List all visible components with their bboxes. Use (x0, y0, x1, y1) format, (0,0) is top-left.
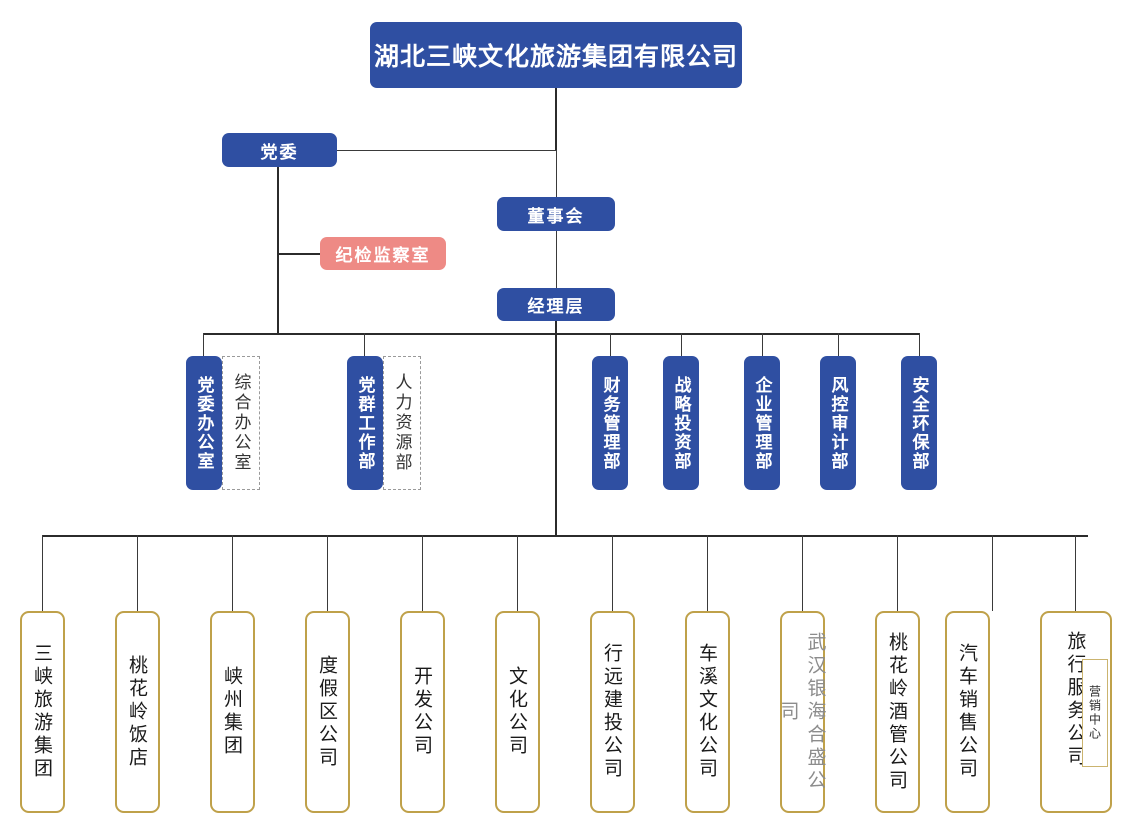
node-management-layer[interactable]: 经理层 (497, 288, 615, 321)
subsidiary-xiazhou-group[interactable]: 峡州集团 (210, 611, 255, 813)
connector-department-bar (203, 333, 920, 335)
department-risk-control-audit[interactable]: 风控审计部 (820, 356, 856, 490)
connector-dept-drop-1 (203, 333, 204, 356)
subsidiary-sanxia-tourism-group[interactable]: 三峡旅游集团 (20, 611, 65, 813)
node-root-company[interactable]: 湖北三峡文化旅游集团有限公司 (370, 22, 742, 88)
connector-subsidiary-bar (42, 535, 1088, 537)
connector-dept-drop-2 (364, 333, 365, 356)
subsidiary-resort-company[interactable]: 度假区公司 (305, 611, 350, 813)
connector-sub-drop-10 (897, 535, 898, 611)
subsidiary-wuhan-yinhai-hesheng[interactable]: 武汉银海合盛公司 (778, 611, 827, 813)
subsidiary-marketing-center[interactable]: 营销中心 (1082, 659, 1108, 767)
department-party-office[interactable]: 党委办公室 (186, 356, 222, 490)
connector-party-down (277, 166, 279, 334)
connector-mgmt-down (555, 321, 557, 536)
department-human-resources[interactable]: 人力资源部 (383, 356, 421, 490)
node-discipline-office[interactable]: 纪检监察室 (320, 237, 446, 270)
connector-sub-drop-9 (802, 535, 803, 611)
connector-dept-drop-6 (838, 333, 839, 356)
subsidiary-culture-company[interactable]: 文化公司 (495, 611, 540, 813)
connector-sub-drop-2 (137, 535, 138, 611)
connector-sub-drop-6 (517, 535, 518, 611)
subsidiary-chexi-culture-company[interactable]: 车溪文化公司 (685, 611, 730, 813)
connector-sub-drop-8 (707, 535, 708, 611)
connector-dept-drop-3 (610, 333, 611, 356)
subsidiary-taohualing-hotel-management[interactable]: 桃花岭酒管公司 (875, 611, 920, 813)
node-board-of-directors[interactable]: 董事会 (497, 197, 615, 231)
connector-root-spine (555, 88, 557, 150)
connector-sub-drop-4 (327, 535, 328, 611)
connector-board-spine (556, 150, 557, 198)
department-party-mass-work[interactable]: 党群工作部 (347, 356, 383, 490)
subsidiary-travel-service-company[interactable]: 旅行服务公司 (1040, 611, 1112, 813)
subsidiary-auto-sales-company[interactable]: 汽车销售公司 (945, 611, 990, 813)
department-financial-management[interactable]: 财务管理部 (592, 356, 628, 490)
connector-sub-drop-11 (992, 535, 993, 611)
department-general-office[interactable]: 综合办公室 (222, 356, 260, 490)
connector-sub-drop-12 (1075, 535, 1076, 611)
connector-sub-drop-3 (232, 535, 233, 611)
connector-sub-drop-1 (42, 535, 43, 611)
connector-dept-drop-7 (919, 333, 920, 356)
connector-discipline (277, 253, 320, 255)
subsidiary-xingyuan-construction-investment[interactable]: 行远建投公司 (590, 611, 635, 813)
department-strategic-investment[interactable]: 战略投资部 (663, 356, 699, 490)
connector-party-to-spine (337, 150, 557, 151)
subsidiary-taohualing-hotel[interactable]: 桃花岭饭店 (115, 611, 160, 813)
connector-sub-drop-5 (422, 535, 423, 611)
connector-dept-drop-4 (681, 333, 682, 356)
subsidiary-development-company[interactable]: 开发公司 (400, 611, 445, 813)
subsidiary-travel-service-label: 旅行服务公司 (1064, 631, 1087, 769)
department-enterprise-management[interactable]: 企业管理部 (744, 356, 780, 490)
connector-dept-drop-5 (762, 333, 763, 356)
department-safety-environment[interactable]: 安全环保部 (901, 356, 937, 490)
node-party-committee[interactable]: 党委 (222, 133, 337, 167)
connector-board-to-mgmt (556, 231, 557, 288)
connector-sub-drop-7 (612, 535, 613, 611)
